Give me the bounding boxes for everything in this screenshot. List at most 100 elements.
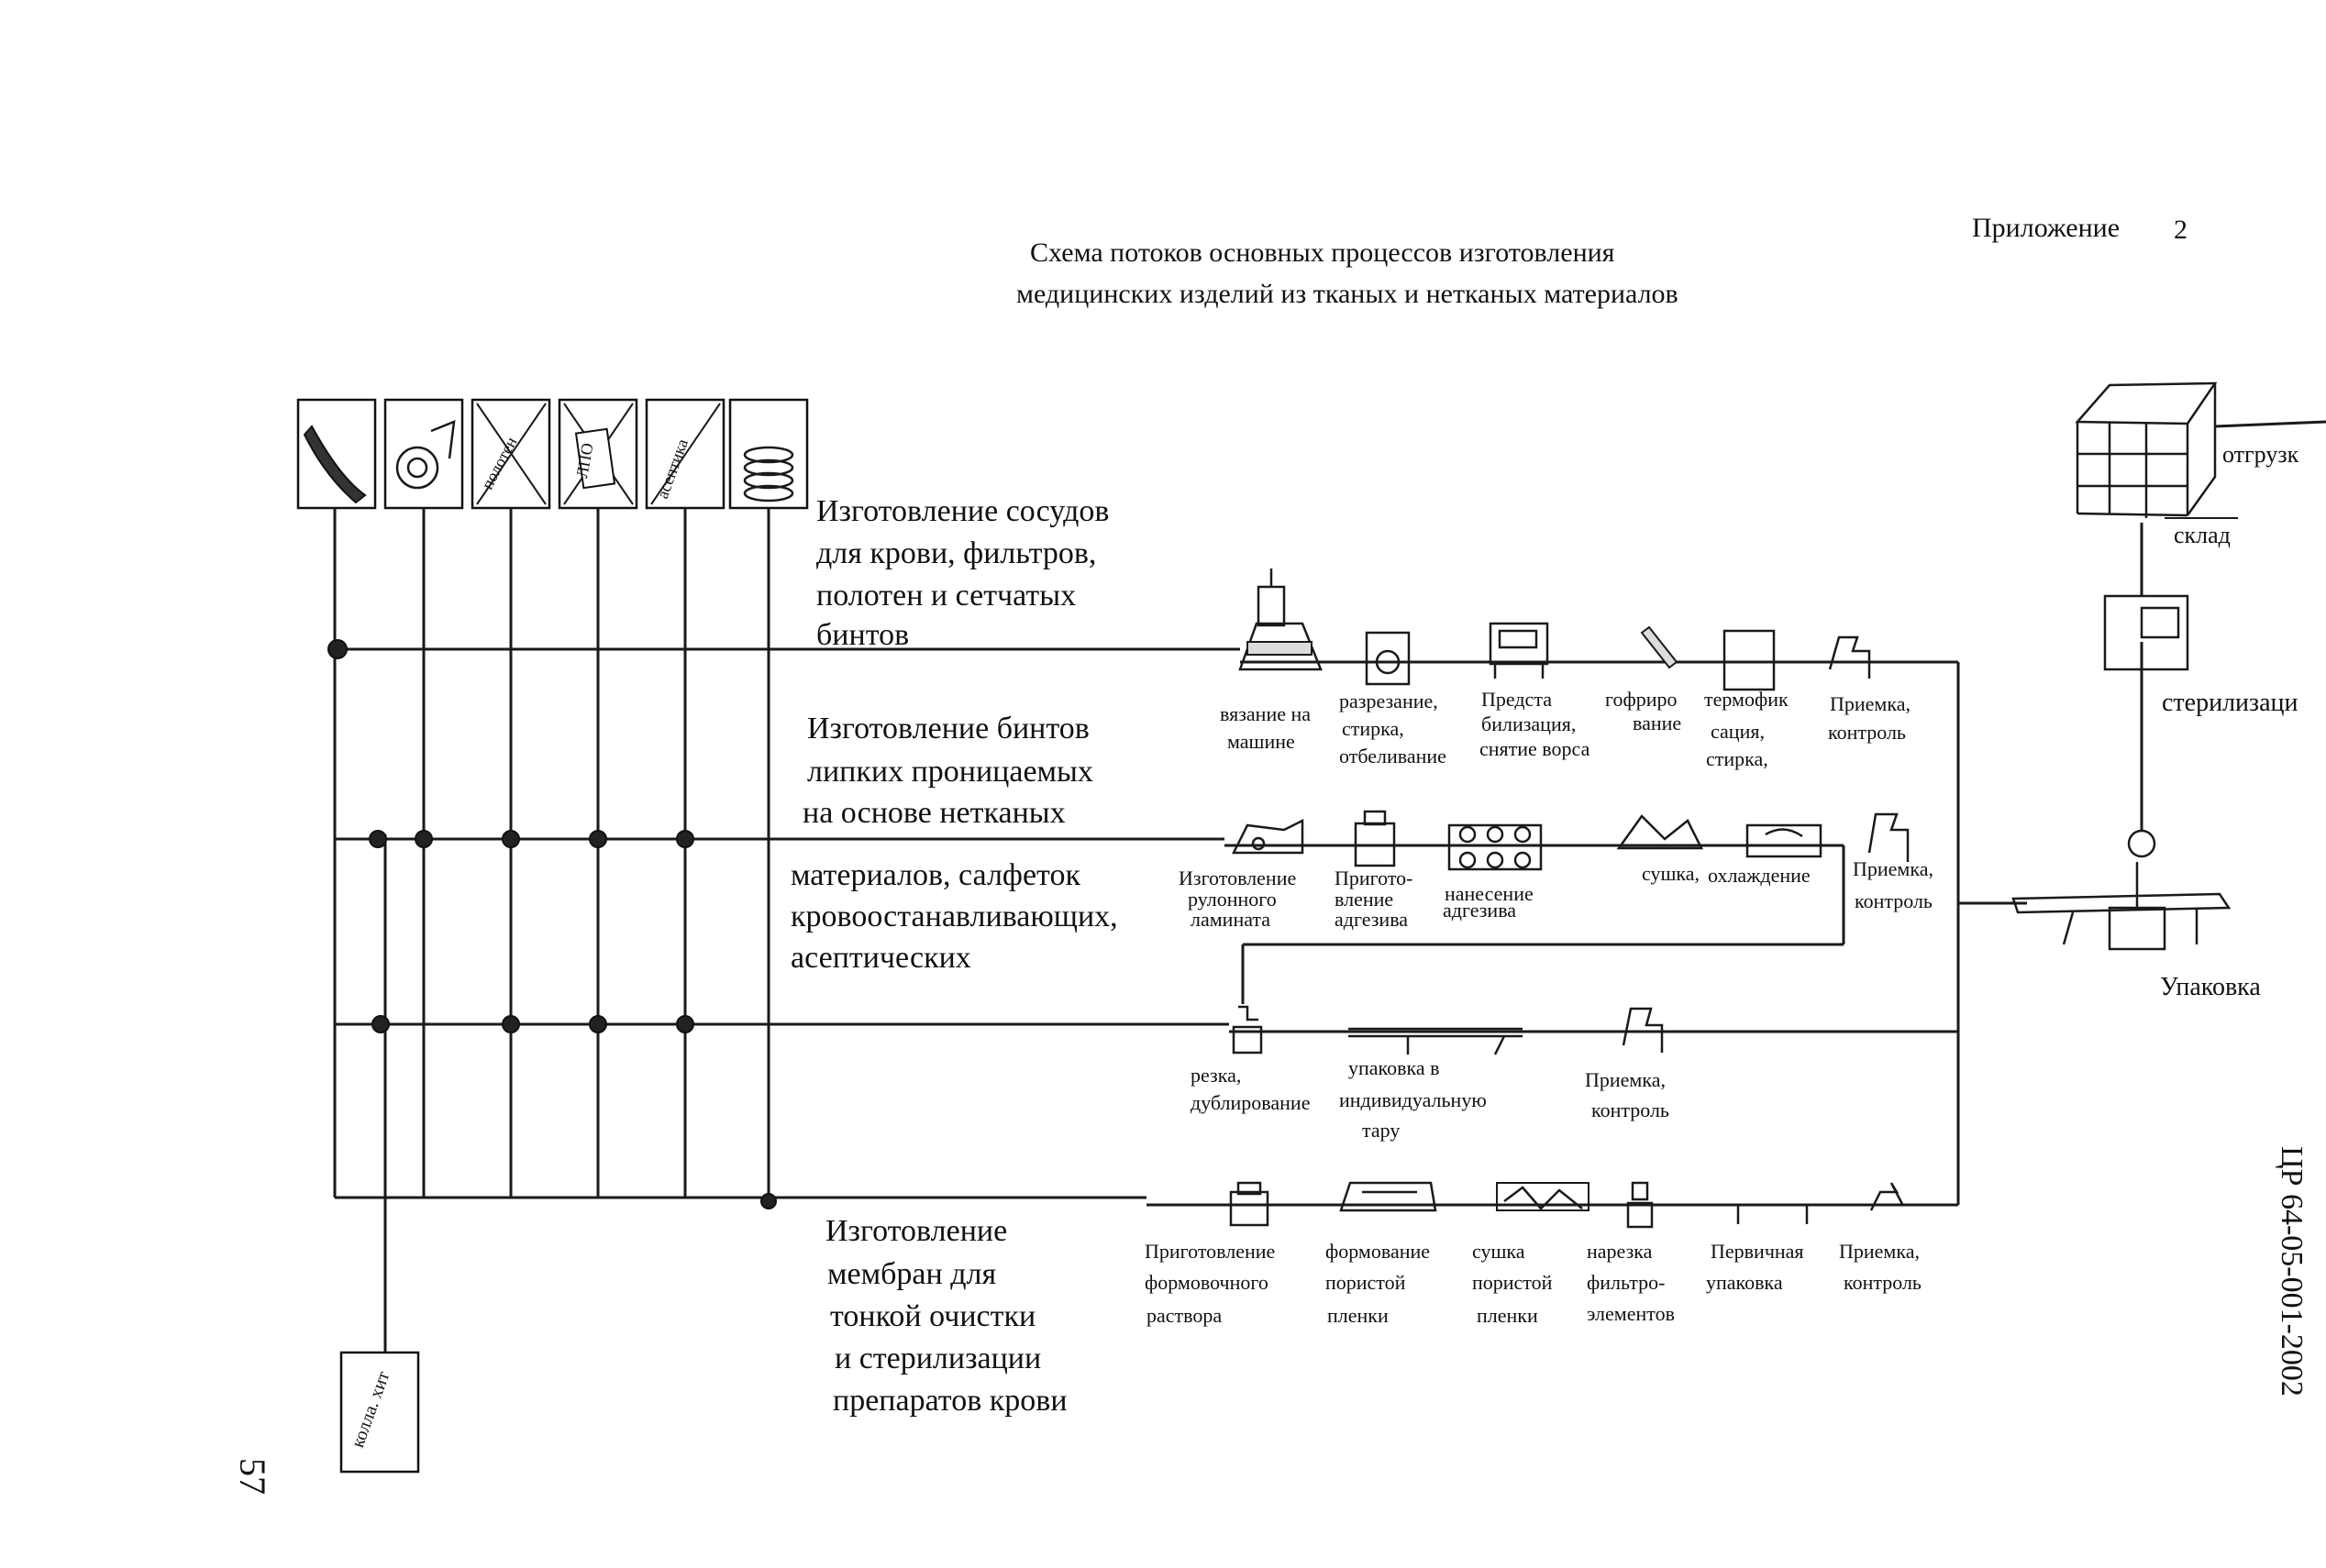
svg-text:ламината: ламината <box>1191 908 1270 931</box>
warehouse-label: склад <box>2174 522 2231 548</box>
row4-labels: Приготовление формовочного раствора форм… <box>1145 1240 1922 1327</box>
svg-text:для крови, фильтров,: для крови, фильтров, <box>816 536 1096 570</box>
svg-text:Изготовление: Изготовление <box>825 1214 1007 1248</box>
forming-machine-icon <box>1339 1181 1437 1212</box>
adhesive-coater-icon <box>1447 823 1543 871</box>
inspection-stand-icon <box>1867 812 1910 862</box>
svg-text:сушка: сушка <box>1472 1240 1525 1263</box>
svg-text:пленки: пленки <box>1327 1304 1389 1327</box>
svg-text:стирка,: стирка, <box>1706 747 1768 770</box>
svg-text:тонкой очистки: тонкой очистки <box>830 1299 1036 1333</box>
svg-text:фильтро-: фильтро- <box>1587 1271 1665 1294</box>
adhesive-vessel-icon <box>1354 810 1396 867</box>
svg-text:сушка,: сушка, <box>1642 862 1700 885</box>
svg-text:кровоостанавливающих,: кровоостанавливающих, <box>791 900 1118 933</box>
svg-text:упаковка: упаковка <box>1706 1271 1783 1294</box>
packing-label: Упаковка <box>2160 973 2261 1001</box>
svg-text:адгезива: адгезива <box>1443 899 1516 922</box>
svg-text:упаковка в: упаковка в <box>1348 1056 1440 1079</box>
shipping-label: отгрузк <box>2222 441 2299 468</box>
svg-text:Приемка,: Приемка, <box>1853 857 1933 880</box>
coil-stack-icon <box>743 446 794 502</box>
knitting-machine-icon <box>1238 569 1323 671</box>
svg-text:термофик: термофик <box>1704 688 1789 711</box>
svg-text:тару: тару <box>1362 1119 1400 1142</box>
svg-text:Приемка,: Приемка, <box>1830 692 1911 715</box>
svg-text:липких проницаемых: липких проницаемых <box>807 755 1093 789</box>
svg-text:резка,: резка, <box>1191 1064 1241 1087</box>
washing-machine-icon <box>1365 631 1411 686</box>
svg-text:нанесение: нанесение <box>1445 882 1534 905</box>
stabilization-machine-icon <box>1489 622 1549 679</box>
document-code: ЦР 64-05-001-2002 <box>2275 1146 2309 1397</box>
section-vessels-label: Изготовление сосудов для крови, фильтров… <box>816 494 1109 652</box>
svg-text:пористой: пористой <box>1325 1271 1406 1294</box>
diagram-title-line2: медицинских изделий из тканых и нетканых… <box>1016 279 1678 309</box>
bottom-source-box: колла. хит <box>339 1351 420 1474</box>
svg-text:контроль: контроль <box>1591 1099 1669 1121</box>
svg-text:машине: машине <box>1227 730 1295 753</box>
laminate-machine-icon <box>1231 818 1304 855</box>
cooling-unit-icon <box>1745 823 1822 858</box>
thermofix-cabinet-icon <box>1722 629 1776 691</box>
solution-vessel-icon <box>1229 1181 1269 1227</box>
source-box-polotno: полотен <box>471 398 551 510</box>
svg-text:вание: вание <box>1633 712 1681 734</box>
svg-text:Изготовление: Изготовление <box>1179 867 1296 889</box>
drying-tunnel-icon <box>1616 814 1704 850</box>
svg-text:пористой: пористой <box>1472 1271 1553 1294</box>
svg-text:бинтов: бинтов <box>816 618 909 652</box>
svg-text:индивидуальную: индивидуальную <box>1339 1088 1487 1111</box>
right-column: Упаковка стерилизаци отгрузк склад <box>1958 381 2326 1001</box>
svg-text:билизация,: билизация, <box>1481 712 1576 735</box>
svg-text:контроль: контроль <box>1828 721 1906 744</box>
page-number: 57 <box>232 1458 273 1495</box>
inspection-stand-icon <box>1622 1007 1664 1053</box>
source-box-coils <box>728 398 809 510</box>
inspection-stand-icon <box>1869 1182 1905 1211</box>
svg-text:снятие ворса: снятие ворса <box>1479 737 1590 760</box>
svg-text:полотен и сетчатых: полотен и сетчатых <box>816 579 1076 613</box>
svg-text:сация,: сация, <box>1711 720 1765 743</box>
appendix-number: 2 <box>2174 215 2188 245</box>
svg-text:контроль: контроль <box>1855 889 1933 912</box>
packing-table-icon <box>1348 1027 1523 1055</box>
source-box-aseptic: асептика <box>645 398 725 510</box>
section-membranes-label: Изготовление мембран для тонкой очистки … <box>825 1214 1068 1418</box>
svg-text:формование: формование <box>1325 1240 1430 1263</box>
corrugation-strip-icon <box>1640 625 1678 669</box>
svg-text:вление: вление <box>1335 888 1393 911</box>
diagram-title-line1: Схема потоков основных процессов изготов… <box>1030 237 1615 268</box>
roll-icon <box>395 446 439 490</box>
junction-dots <box>327 639 777 1209</box>
svg-text:Первичная: Первичная <box>1711 1240 1804 1263</box>
svg-text:Предста: Предста <box>1481 688 1552 711</box>
appendix-label: Приложение <box>1972 213 2120 243</box>
svg-text:отбеливание: отбеливание <box>1339 745 1446 767</box>
svg-text:разрезание,: разрезание, <box>1339 690 1438 712</box>
film-dryer-icon <box>1496 1182 1589 1211</box>
svg-text:Пригото-: Пригото- <box>1335 867 1413 889</box>
row2-chain <box>1224 810 1910 1004</box>
svg-text:дублирование: дублирование <box>1191 1091 1310 1114</box>
filter-cutter-icon <box>1626 1181 1654 1229</box>
row2-labels: Изготовление рулонного ламината Пригото-… <box>1179 857 1933 931</box>
section-bandages-label: Изготовление бинтов липких проницаемых н… <box>803 712 1093 830</box>
cutting-press-icon <box>1232 1005 1263 1055</box>
svg-text:охлаждение: охлаждение <box>1708 864 1811 887</box>
svg-text:стирка,: стирка, <box>1342 717 1404 740</box>
svg-text:мембран для: мембран для <box>827 1257 996 1291</box>
source-box-roll <box>383 398 464 510</box>
svg-text:раствора: раствора <box>1146 1304 1222 1327</box>
row3-chain <box>1229 1005 1958 1055</box>
svg-text:Изготовление бинтов: Изготовление бинтов <box>807 712 1090 745</box>
section-materials-label: материалов, салфеток кровоостанавливающи… <box>791 858 1118 975</box>
packing-line-icon <box>2011 829 2232 951</box>
source-box-bandage <box>296 398 377 510</box>
inspection-stand-icon <box>1828 635 1871 679</box>
svg-text:Изготовление сосудов: Изготовление сосудов <box>816 494 1109 528</box>
row4-chain <box>1146 662 1960 1229</box>
svg-text:асептических: асептических <box>791 941 971 975</box>
svg-text:Приемка,: Приемка, <box>1839 1240 1920 1263</box>
